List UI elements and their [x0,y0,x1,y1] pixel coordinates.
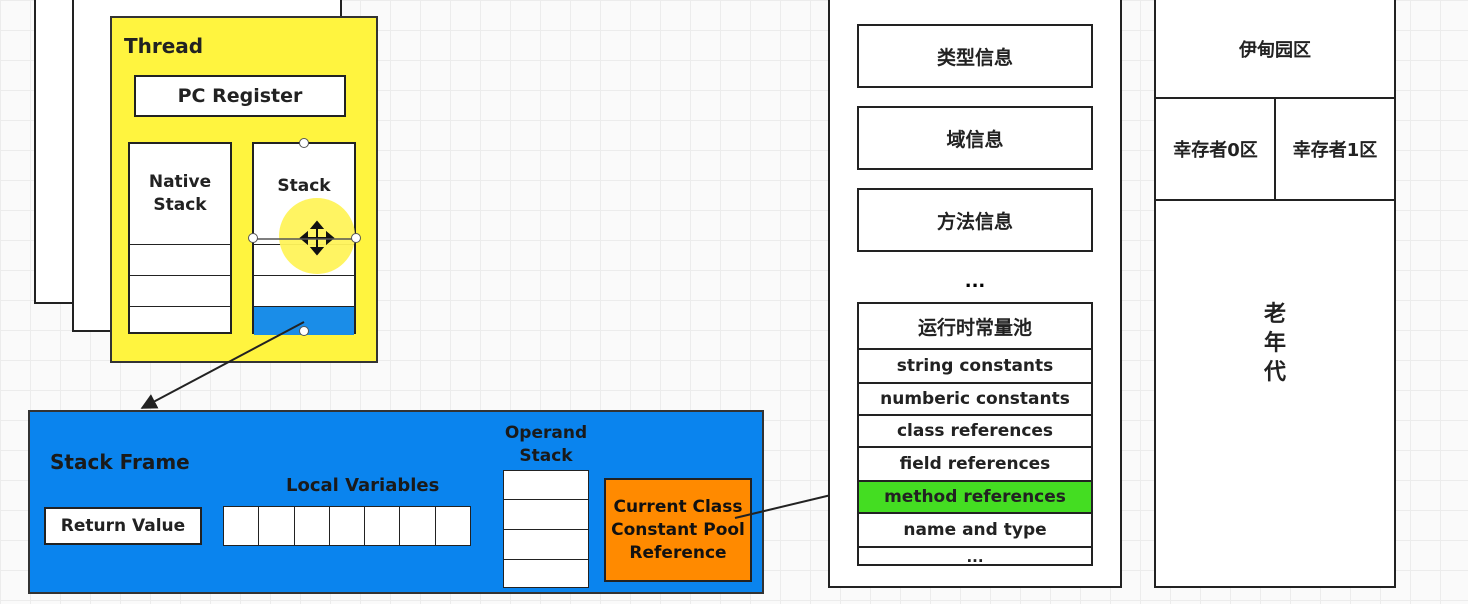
survivor0-region[interactable]: 幸存者0区 [1173,140,1258,161]
runtime-pool-title: 运行时常量池 [859,304,1091,350]
native-stack-slot [130,244,230,276]
stack-frame-title: Stack Frame [50,450,190,474]
selection-handle-top[interactable] [299,138,309,148]
survivor1-region[interactable]: 幸存者1区 [1292,140,1378,161]
stack-slot [254,276,354,307]
method-info-box[interactable]: 方法信息 [857,188,1093,252]
local-variable-slot [329,507,366,545]
native-stack-box[interactable]: Native Stack [128,142,232,334]
return-value-box[interactable]: Return Value [44,507,202,545]
survivor-divider [1274,99,1276,199]
runtime-constant-pool[interactable]: 运行时常量池 string constants numberic constan… [857,302,1093,566]
local-variables-array[interactable] [223,506,471,546]
heap-divider [1156,97,1394,99]
pool-item: field references [859,448,1091,482]
field-info-box[interactable]: 域信息 [857,106,1093,170]
pool-item: name and type [859,514,1091,548]
selection-handle-bottom[interactable] [299,326,309,336]
local-variable-slot [400,507,436,545]
heap-divider [1156,199,1394,201]
operand-stack-label: Operand Stack [504,423,588,466]
eden-region[interactable]: 伊甸园区 [1239,39,1311,61]
pool-item-method-references: method references [859,482,1091,514]
type-info-box[interactable]: 类型信息 [857,24,1093,88]
move-cursor-icon [299,220,335,256]
selection-line [255,238,356,240]
local-variable-slot [259,507,295,545]
thread-title: Thread [124,34,204,58]
local-variable-slot [294,507,330,545]
pool-item: string constants [859,350,1091,384]
local-variable-slot [365,507,401,545]
stack-label: Stack [277,176,331,196]
operand-stack-slot [504,471,588,500]
native-stack-slot [130,276,230,307]
local-variables-label: Local Variables [286,475,440,496]
local-variable-slot [224,507,260,545]
pool-item: ... [966,548,984,566]
method-area-ellipsis: ... [964,270,986,292]
pc-register-box[interactable]: PC Register [134,75,346,117]
old-gen-region[interactable]: 老 年 代 [1263,302,1286,385]
current-class-ref-box[interactable]: Current Class Constant Pool Reference [604,478,752,582]
pool-item: class references [859,416,1091,448]
arrow-stack-to-frame [140,321,305,409]
pool-item: numberic constants [859,384,1091,416]
selection-handle-right[interactable] [351,233,361,243]
native-stack-label: Native Stack [148,172,212,215]
operand-stack-box[interactable] [503,470,589,588]
operand-stack-slot [504,530,588,560]
operand-stack-slot [504,500,588,530]
selection-handle-left[interactable] [248,233,258,243]
